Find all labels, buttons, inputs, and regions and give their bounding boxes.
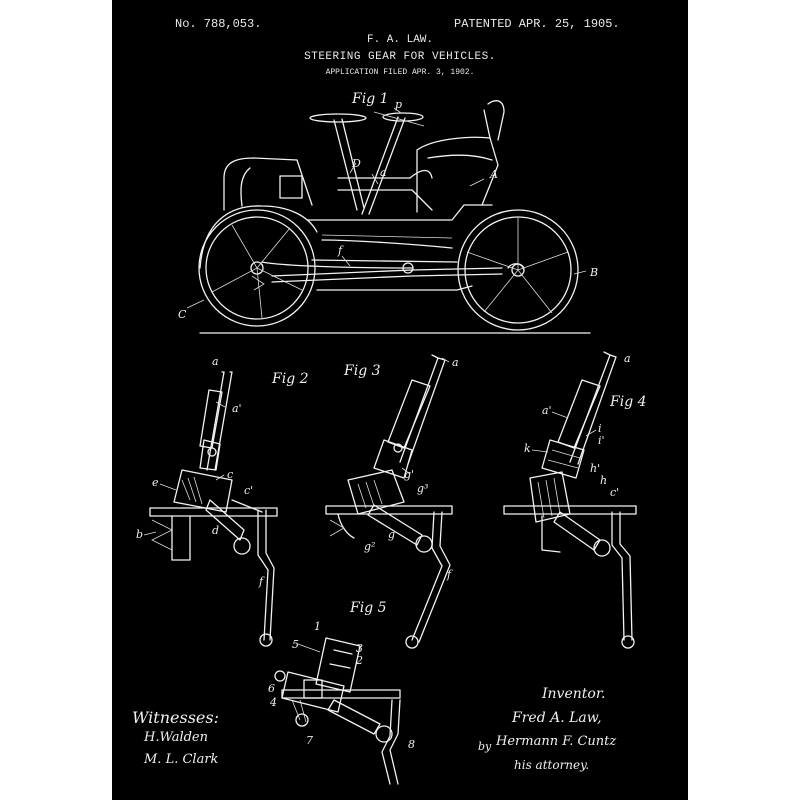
fig2-drawing: Fig 2 a a' e c c' [136, 355, 309, 646]
fig2-label-c: c [227, 468, 233, 481]
fig2-label: Fig 2 [271, 371, 309, 387]
fig4-label-a: a [624, 352, 631, 365]
patent-number: No. 788,053. [175, 17, 262, 31]
fig2-label-a: a [212, 355, 219, 368]
fig5-label-6: 6 [268, 682, 275, 695]
fig3-label-g: g [388, 528, 395, 541]
fig5-label: Fig 5 [349, 600, 387, 616]
by-label: by [478, 740, 492, 753]
fig4-label-c1: c' [610, 486, 619, 499]
fig3-label-g2: g² [364, 540, 375, 553]
fig1-drawing: Fig 1 [178, 91, 598, 333]
inventor-label: Inventor. [542, 686, 606, 702]
fig4-label-i: i [598, 422, 602, 435]
patent-title: STEERING GEAR FOR VEHICLES. [304, 51, 496, 63]
fig4-label-h1: h' [590, 462, 600, 475]
attorney-label: his attorney. [514, 758, 590, 772]
fig1-label-d: D [351, 157, 361, 170]
fig1-label-C: C [178, 308, 187, 321]
fig1-label: Fig 1 [351, 91, 389, 107]
fig3-label-f: f [446, 568, 453, 581]
fig3-label-g1: g' [404, 468, 414, 481]
fig1-label-a: a [380, 166, 387, 179]
fig4-label-a1: a' [542, 404, 552, 417]
attorney-signature: Hermann F. Cuntz [496, 734, 617, 749]
fig5-label-2: 2 [355, 654, 363, 667]
fig2-label-f: f [258, 575, 265, 588]
witness-signature-1: H.Walden [144, 730, 208, 745]
patent-poster: No. 788,053. PATENTED APR. 25, 1905. F. … [112, 0, 688, 800]
fig3-label-g3: g³ [417, 482, 428, 495]
fig5-label-7: 7 [306, 734, 313, 747]
fig4-label: Fig 4 [609, 394, 647, 410]
fig3-label-a: a [452, 356, 459, 369]
fig5-label-5: 5 [292, 638, 299, 651]
witness-signature-2: M. L. Clark [144, 752, 219, 767]
fig2-label-a1: a' [232, 402, 242, 415]
fig4-label-i1: i' [598, 434, 605, 447]
witnesses-label: Witnesses: [132, 708, 219, 727]
fig5-label-8: 8 [408, 738, 415, 751]
fig5-label-4: 4 [269, 696, 277, 709]
fig5-label-3: 3 [356, 642, 363, 655]
fig4-label-k: k [524, 442, 531, 455]
fig3-drawing: Fig 3 a g' g³ g² g f [326, 355, 459, 648]
fig4-drawing: Fig 4 a a' k i i' h' h c' [504, 352, 647, 648]
fig2-label-c1: c' [244, 484, 253, 497]
fig5-drawing: Fig 5 1 3 2 5 6 4 7 8 [268, 600, 415, 784]
application-date: APPLICATION FILED APR. 3, 1902. [325, 68, 475, 77]
fig2-label-e: e [152, 476, 159, 489]
inventor-signature: Fred A. Law, [512, 710, 602, 726]
fig2-label-b: b [136, 528, 143, 541]
fig3-label: Fig 3 [343, 363, 381, 379]
fig1-label-B: B [589, 266, 598, 279]
fig1-label-A: A [489, 168, 498, 181]
fig1-label-p: p [395, 98, 402, 111]
fig4-label-h: h [600, 474, 607, 487]
patent-date: PATENTED APR. 25, 1905. [454, 17, 620, 31]
fig1-label-f: f [337, 244, 344, 257]
fig2-label-d: d [212, 524, 219, 537]
fig5-label-1: 1 [314, 620, 321, 633]
inventor-name: F. A. LAW. [366, 34, 433, 46]
patent-drawings: Fig 1 [136, 91, 647, 800]
